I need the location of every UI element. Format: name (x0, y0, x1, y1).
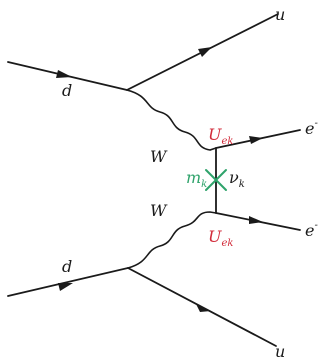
electron-top-charge: - (314, 118, 318, 129)
label-electron-top: e- (305, 118, 318, 138)
label-mixing-top: Uek (208, 125, 233, 147)
label-u-top: u (275, 5, 285, 24)
label-mass: mk (186, 168, 207, 190)
electron-bottom-symbol: e (305, 221, 314, 240)
arrow-electron-top (249, 136, 263, 144)
arrow-d-bottom (58, 283, 73, 291)
mass-insertion-cross-b (205, 169, 227, 191)
label-w-bottom: W (150, 201, 168, 220)
mixing-bottom-sub: ek (221, 238, 233, 249)
label-neutrino: νk (229, 168, 245, 190)
mass-sub: k (201, 179, 207, 190)
label-u-bottom: u (275, 342, 285, 361)
mixing-top-sub: ek (221, 136, 233, 147)
neutrino-sub: k (239, 179, 245, 190)
w-boson-bottom (127, 211, 217, 269)
w-boson-top (126, 89, 217, 151)
electron-top-symbol: e (305, 119, 314, 138)
arrow-u-top (198, 47, 212, 57)
label-w-top: W (150, 147, 168, 166)
label-electron-bottom: e- (305, 220, 318, 240)
label-d-top: d (62, 81, 72, 100)
neutrino-main: ν (229, 168, 239, 187)
mass-main: m (186, 168, 201, 187)
arrow-electron-bottom (249, 216, 263, 224)
mixing-bottom-main: U (208, 227, 222, 246)
arrow-u-bottom (196, 304, 211, 312)
label-d-bottom: d (62, 257, 72, 276)
incoming-d-quark-bottom (7, 267, 129, 297)
electron-bottom-charge: - (314, 220, 318, 231)
mixing-top-main: U (208, 125, 222, 144)
label-mixing-bottom: Uek (208, 227, 233, 249)
arrow-d-top (56, 70, 72, 78)
